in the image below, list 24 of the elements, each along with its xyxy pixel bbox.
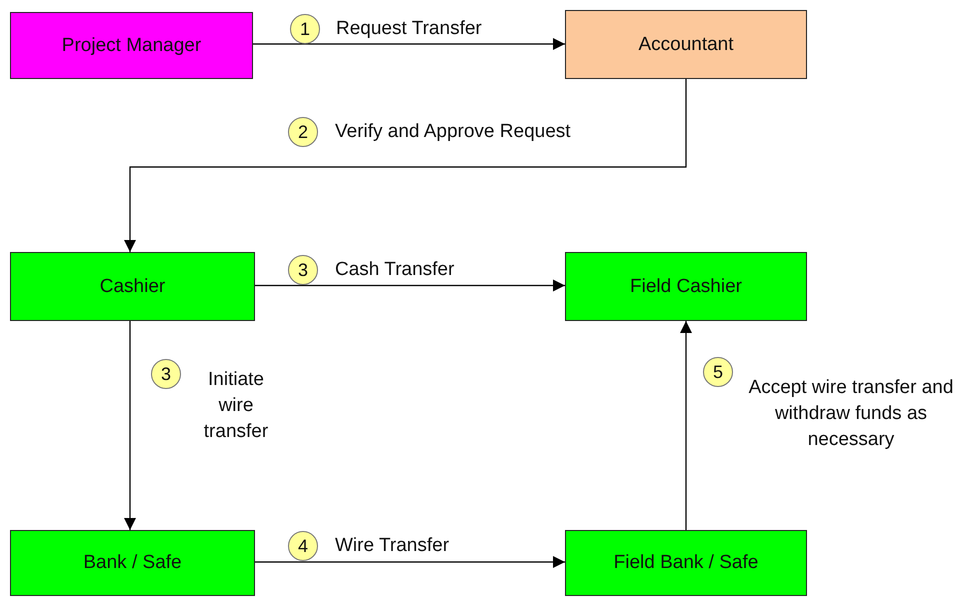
node-label: Cashier: [100, 276, 166, 298]
arrow: [124, 79, 687, 252]
node-label: Accountant: [638, 34, 734, 56]
process-box: [10, 530, 255, 596]
node-label: Field Cashier: [630, 276, 742, 298]
arrow: [255, 280, 565, 292]
node-label: Project Manager: [62, 34, 202, 56]
node-label: Field Bank / Safe: [614, 552, 758, 574]
callout-number: 3: [288, 255, 318, 285]
process-box: [565, 252, 807, 321]
callout-number: 2: [288, 117, 318, 147]
arrow: [253, 38, 565, 50]
process-box: [565, 10, 807, 79]
arrow: [124, 321, 136, 530]
process-box: [10, 12, 253, 79]
callout-number: 3: [151, 359, 181, 389]
process-box: [10, 252, 255, 321]
arrow: [255, 556, 565, 568]
callout-number: 5: [703, 357, 733, 387]
process-box: [565, 530, 807, 596]
node-label: Bank / Safe: [83, 552, 182, 574]
callout-number: 1: [290, 14, 320, 44]
callout-number: 4: [288, 531, 318, 561]
arrow: [680, 321, 692, 530]
